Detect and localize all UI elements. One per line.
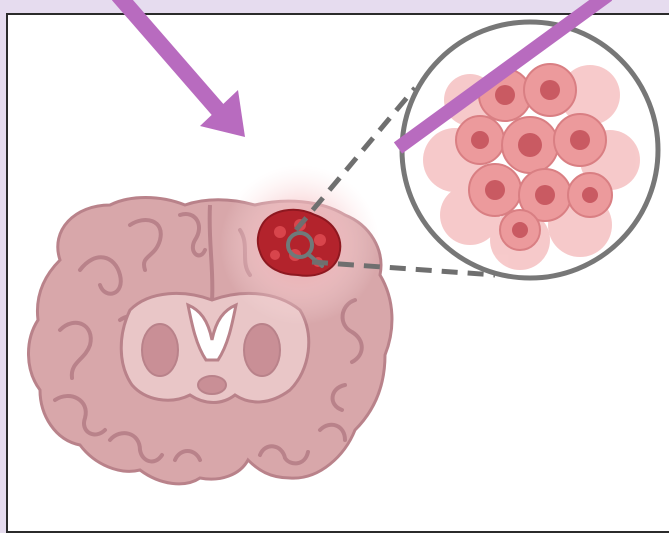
brain-tumor-illustration	[0, 0, 669, 500]
diagram-canvas	[0, 0, 669, 500]
arrow-pointer-icon	[118, 0, 245, 137]
